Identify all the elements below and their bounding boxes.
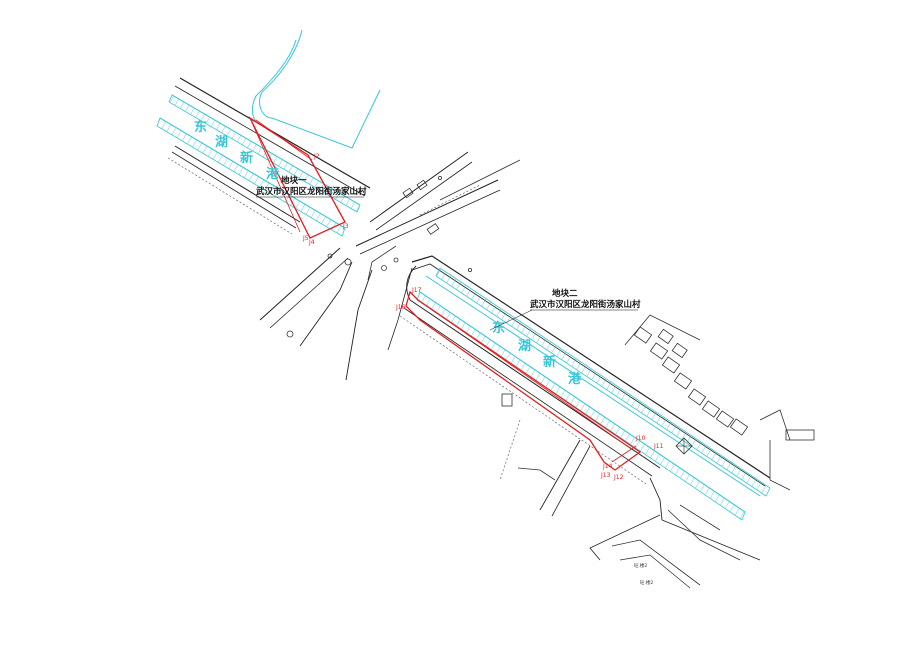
- point-j10: J10: [635, 435, 646, 442]
- building-label-1: 砼.楼2: [634, 562, 647, 569]
- building-labels: 砼.楼2 砼.楼2: [634, 562, 653, 586]
- parcel2-subtitle: 武汉市汉阳区龙阳街汤家山村: [530, 299, 641, 310]
- canal-upper: [156, 77, 371, 237]
- parcel1-subtitle: 武汉市汉阳区龙阳街汤家山村: [256, 186, 367, 197]
- canal-char-6: 湖: [518, 339, 531, 354]
- parcel2-outline: [405, 290, 642, 471]
- buildings-west: [286, 179, 440, 338]
- point-j16: J16: [395, 304, 406, 311]
- lower-roads: [499, 419, 761, 589]
- point-j13: J13: [600, 472, 611, 479]
- point-j3: J3: [342, 223, 349, 230]
- canal-label-upper: 东 湖 新 港: [194, 119, 280, 182]
- canal-bank-north-2: [435, 267, 771, 497]
- parcel2-title: 地块二: [552, 288, 578, 299]
- parcel2-points: J16 J17 J10 J11 J14 J13 J12: [395, 287, 664, 481]
- parcel1-outline: [248, 116, 346, 239]
- canal-bank-south-2: [416, 291, 746, 521]
- parcel2-label: 地块二 武汉市汉阳区龙阳街汤家山村: [489, 288, 641, 331]
- canal-char-7: 新: [543, 354, 556, 370]
- canal-char-5: 东: [492, 320, 505, 336]
- parcel1-boundary: [248, 116, 346, 239]
- point-j14: J14: [602, 463, 613, 470]
- parcel1-label: 地块一 武汉市汉阳区龙阳街汤家山村: [256, 175, 367, 198]
- canal-bank-south: [156, 117, 346, 237]
- canal-char-1: 东: [194, 119, 207, 135]
- canal-char-2: 湖: [215, 135, 228, 150]
- canal-label-lower: 东 湖 新 港: [492, 320, 582, 387]
- canal-bank-north: [168, 94, 361, 213]
- point-j11: J11: [653, 443, 664, 450]
- parcel1-points: J2 J3 J4 J5: [302, 153, 349, 246]
- point-j4: J4: [308, 239, 315, 246]
- parcel1-title: 地块一: [281, 175, 307, 186]
- pond: [251, 29, 381, 149]
- point-j12: J12: [613, 474, 624, 481]
- building-label-2: 砼.楼2: [640, 579, 653, 586]
- canal-char-3: 新: [240, 150, 253, 166]
- canal-char-8: 港: [568, 371, 582, 387]
- buildings-east: [501, 314, 815, 491]
- point-j17: J17: [411, 287, 422, 294]
- point-j5: J5: [302, 235, 309, 242]
- canal-lower: [399, 255, 771, 521]
- canal-char-4: 港: [266, 166, 280, 182]
- survey-markers: [327, 175, 693, 455]
- parcel2-boundary: [405, 290, 642, 471]
- point-j2: J2: [313, 153, 320, 160]
